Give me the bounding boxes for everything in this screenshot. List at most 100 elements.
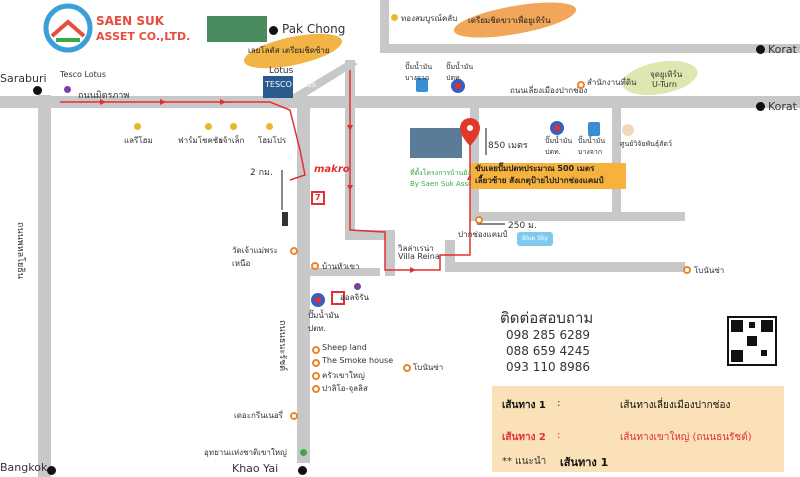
road-korat-top (380, 44, 800, 53)
house-image (410, 128, 462, 158)
khao-yai-park-label: อุทยานแห่งชาติเขาใหญ่ (204, 448, 287, 457)
distance-2km: 2 กม. (250, 168, 273, 178)
tesco-building (207, 16, 267, 42)
contact-title: ติดต่อสอบถาม (500, 309, 594, 327)
route-arrowheads (100, 99, 473, 273)
distance-850: 850 เมตร (488, 141, 528, 151)
direction-infobox: ขับเลยปั๊มปตทประมาณ 500 เมตร เลี้ยวซ้าย … (471, 163, 626, 189)
leaf-green (622, 60, 698, 96)
road-bonanza (445, 262, 685, 272)
sheep-land-label: Sheep land (322, 343, 367, 352)
saraburi-dot (33, 86, 42, 95)
legend-route1-desc: เส้นทางเลี่ยงเมืองปากช่อง (620, 400, 731, 411)
seven-label: 7 (315, 193, 321, 202)
gas3-label: ปั๊มน้ำมัน ปตท. (545, 137, 573, 156)
krua-khao-yai-dot (312, 372, 320, 380)
project-label-2: By Saen Suk Asset (410, 180, 476, 188)
bangkok-dot (47, 466, 56, 475)
leaf-green-label-2: U-Turn (652, 80, 677, 89)
korat-top-dot (756, 45, 765, 54)
sheep-land-dot (312, 346, 320, 354)
leaf-orange (453, 2, 577, 38)
tesco-left-label: Tesco Lotus (60, 70, 107, 79)
pattaya-hotel-label: แลรีโฮม (124, 136, 153, 145)
thong-som-bun-dot (391, 14, 398, 21)
road-bypass-label: ถนนเลี่ยงเมืองปากช่อง (510, 86, 588, 95)
seven-eleven-icons (311, 191, 345, 305)
traffic-light-icon (282, 212, 288, 226)
aobjit-label: ออลจิรัน (340, 293, 369, 302)
bonanza-dot (683, 266, 691, 274)
city-saraburi: Saraburi (0, 72, 47, 85)
ban-hua-kao-dot (311, 262, 319, 270)
chao-lek-dot (230, 123, 237, 130)
legend-recommend-route: เส้นทาง 1 (560, 456, 609, 469)
leaf-big-label: เลยโลตัส เตรียมชิดซ้าย (248, 46, 330, 55)
pak-chong-dot (269, 26, 278, 35)
road-inner-2 (345, 230, 395, 240)
road-phahonyothin-label: ถนนพหลโยธิน (15, 222, 25, 279)
gas-ptt-label: ปั๊มน้ำมัน ปตท. (308, 311, 340, 333)
villa-reina-th: วิลล่าเรน่า (398, 244, 434, 253)
road-mittraphap (0, 96, 800, 108)
villa-reina: Villa Reina (398, 252, 440, 261)
logo-line1: SAEN SUK (96, 14, 165, 28)
infobox-line2: เลี้ยวซ้าย สังเกตุป้ายไปปากช่องแคมป์ (475, 176, 604, 185)
animal-icon (622, 124, 634, 136)
wat-dot (290, 247, 298, 255)
gas4-label: ปั๊มน้ำมัน บางจาก (578, 137, 606, 156)
legend-route1-label: เส้นทาง 1 (502, 400, 546, 411)
palio-label: ปาลิโอ-จุลลิส (322, 384, 368, 393)
city-korat-mid: Korat (768, 100, 797, 113)
legend-route1-sep: : (557, 398, 561, 409)
lake-greenery-label: เดอะกรีนเนอรี่ (234, 411, 283, 420)
blue-sky-villa-box: Blue Sky Villa (517, 232, 553, 256)
distance-markers (281, 128, 505, 225)
road-ramp (290, 60, 358, 100)
legend-recommend-prefix: ** แนะนำ (502, 456, 547, 467)
leaf-big (244, 33, 342, 69)
city-korat-top: Korat (768, 43, 797, 56)
pharma-dot (205, 123, 212, 130)
road-thanarat-label: ถนนธนะรัชต์ (277, 320, 287, 372)
camp-dot (475, 216, 483, 224)
tesco-sign-box (263, 76, 293, 98)
road-phahonyothin (38, 95, 51, 477)
route-legend: เส้นทาง 1 : เส้นทางเลี่ยงเมืองปากช่อง เส… (492, 386, 784, 472)
animal-center-label: ศูนย์วิจัยพันธุ์สัตว์ (620, 140, 672, 148)
city-khao-yai: Khao Yai (232, 462, 279, 475)
gas1-label: ปั๊มน้ำมัน บางจาก (405, 63, 433, 82)
thong-som-bun-label: ทองสมบูรณ์คลับ (401, 14, 458, 23)
land-office-label: สำนักงานที่ดิน (587, 78, 637, 87)
legend-route2-desc: เส้นทางเขาใหญ่ (ถนนธนรัชต์) (620, 432, 752, 443)
land-office-dot (577, 81, 585, 89)
project-pin-icon (460, 118, 480, 146)
qr-pattern (731, 320, 773, 362)
tesco-left-dot (64, 86, 71, 93)
city-bangkok: Bangkok (0, 461, 48, 474)
road-inner-4 (310, 268, 380, 276)
project-label-1: ที่ตั้งโครงการบ้านยังคี (410, 169, 476, 177)
aobjit-dot (354, 283, 361, 290)
bonanza2-dot (403, 364, 411, 372)
road-camp (470, 212, 685, 221)
qr-code-icon[interactable] (727, 316, 777, 366)
pharma-label: ฟาร์มโชคชัย (178, 136, 223, 145)
korat-mid-dot (756, 102, 765, 111)
khao-yai-park-dot (300, 449, 307, 456)
distance-250: 250 ม. (508, 221, 537, 231)
road-inner-3 (385, 236, 395, 276)
lake-greenery-dot (290, 412, 298, 420)
contact-phone-2[interactable]: 088 659 4245 (506, 344, 590, 358)
tesco-center-label: Lotus (269, 66, 294, 76)
gas2-label: ปั๊มน้ำมัน ปตท. (446, 63, 474, 82)
leaf-orange-label: เตรียมชิดขวาเพื่อยูเทิร์น (468, 16, 551, 25)
home-pro-label: โฮมโปร (258, 136, 287, 145)
palio-dot (312, 385, 320, 393)
pattaya-hotel-dot (134, 123, 141, 130)
contact-phone-3[interactable]: 093 110 8986 (506, 360, 590, 374)
bonanza-label: โบนันซ่า (694, 266, 725, 275)
smoke-house-label: The Smoke house (322, 356, 394, 365)
contact-phone-1[interactable]: 098 285 6289 (506, 328, 590, 342)
